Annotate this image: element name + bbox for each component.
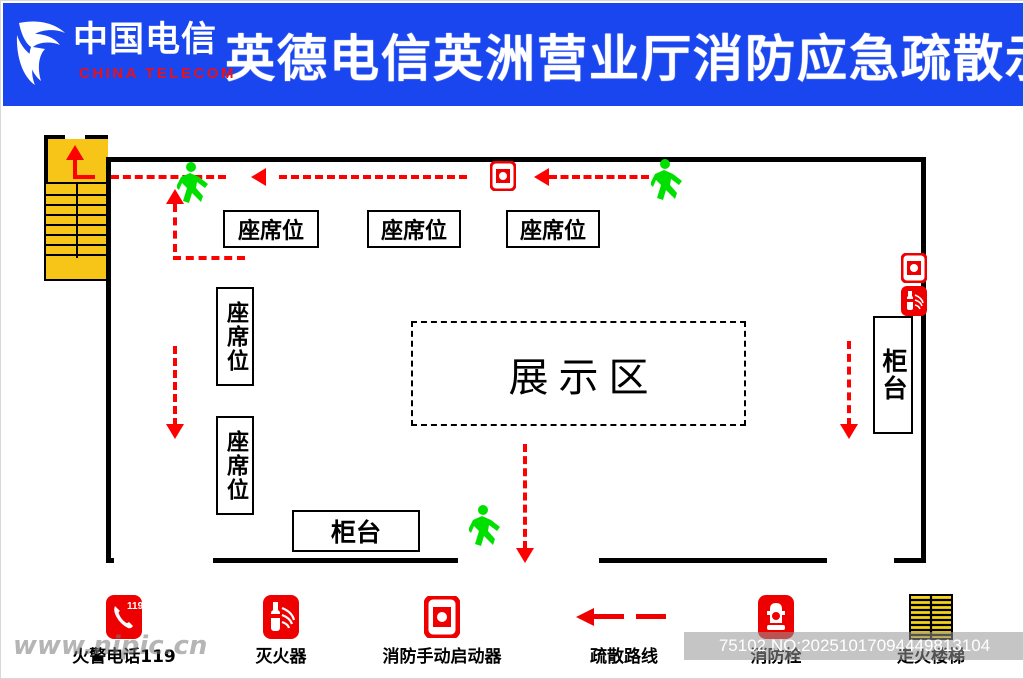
exhibit-area-label: 展示区 bbox=[508, 354, 659, 401]
stair-up-arrow-stem bbox=[73, 157, 77, 179]
legend-item-fire-phone: 119 火警电话119 bbox=[49, 594, 199, 667]
stair-arrow-elbow bbox=[73, 175, 95, 179]
manual-call-point-icon bbox=[424, 596, 460, 638]
legend-item-manual-call-point: 消防手动启动器 bbox=[367, 594, 517, 667]
logo-chinese-text: 中国电信 bbox=[73, 20, 218, 60]
route-arrowhead-up bbox=[166, 189, 184, 204]
counter-box-right: 柜台 bbox=[873, 316, 913, 434]
wall-left bbox=[106, 157, 111, 563]
seat-area-box: 座席位 bbox=[216, 416, 254, 515]
route-top-right bbox=[549, 175, 649, 179]
wall-bottom-1 bbox=[213, 558, 458, 563]
fire-hydrant-icon bbox=[758, 595, 794, 639]
route-arrowhead-top-right bbox=[534, 168, 549, 186]
legend: 119 火警电话119 灭火器 bbox=[1, 586, 1023, 678]
legend-label: 疏散路线 bbox=[590, 647, 658, 667]
legend-item-fire-hydrant: 消防栓 bbox=[701, 594, 851, 667]
counter-label: 柜台 bbox=[330, 518, 381, 547]
counter-label: 柜台 bbox=[879, 348, 908, 402]
svg-text:119: 119 bbox=[127, 601, 142, 612]
fire-escape-stairs bbox=[44, 135, 108, 281]
route-center-down-stem bbox=[523, 444, 527, 549]
fire-extinguisher-icon bbox=[263, 595, 299, 639]
fire-extinguisher-icon bbox=[901, 286, 927, 316]
fire-escape-stairs-icon bbox=[909, 594, 953, 640]
wall-bottom-3 bbox=[894, 558, 926, 563]
seat-area-label: 座席位 bbox=[223, 300, 248, 373]
legend-label: 消防手动启动器 bbox=[382, 647, 502, 667]
exit-runner-icon bbox=[177, 162, 208, 203]
stair-door-gap bbox=[65, 135, 85, 139]
manual-call-point-icon bbox=[490, 161, 516, 191]
legend-icon-wrap: 119 bbox=[49, 594, 199, 640]
china-telecom-mark-icon bbox=[16, 21, 65, 85]
seat-area-label: 座席位 bbox=[237, 219, 304, 244]
counter-box-bottom: 柜台 bbox=[292, 510, 420, 552]
legend-icon-wrap bbox=[549, 594, 699, 640]
seat-area-box: 座席位 bbox=[216, 287, 254, 386]
fire-phone-119-icon: 119 bbox=[106, 595, 142, 639]
route-arrowhead-right-down bbox=[840, 424, 858, 439]
logo-english-text: CHINA TELECOM bbox=[79, 65, 236, 82]
wall-bottom-2 bbox=[599, 558, 827, 563]
wall-top bbox=[106, 157, 926, 162]
legend-label: 灭火器 bbox=[255, 647, 307, 667]
legend-label: 走火楼梯 bbox=[897, 647, 965, 667]
route-arrowhead-top-left bbox=[251, 168, 266, 186]
route-arrowhead-center-down bbox=[516, 548, 534, 563]
route-up-stem bbox=[173, 204, 177, 252]
legend-item-fire-stairs: 走火楼梯 bbox=[856, 594, 1006, 667]
seat-area-label: 座席位 bbox=[223, 429, 248, 502]
route-arrowhead-left-down bbox=[166, 424, 184, 439]
route-elbow-mid bbox=[173, 256, 245, 260]
manual-call-point-icon bbox=[901, 253, 927, 283]
seat-area-label: 座席位 bbox=[380, 219, 447, 244]
route-to-stairs bbox=[111, 175, 226, 179]
route-right-down-stem bbox=[847, 341, 851, 426]
legend-item-evacuation-route: 疏散路线 bbox=[549, 594, 699, 667]
wall-right bbox=[921, 157, 926, 563]
stair-landing bbox=[44, 135, 108, 182]
route-left-down-stem bbox=[173, 346, 177, 426]
exit-runner-icon bbox=[469, 505, 500, 546]
page-title: 英德电信英洲营业厅消防应急疏散示意图 bbox=[225, 29, 1023, 88]
stair-treads bbox=[44, 182, 108, 281]
legend-icon-wrap bbox=[701, 594, 851, 640]
seat-area-label: 座席位 bbox=[519, 219, 586, 244]
evacuation-route-icon bbox=[576, 608, 666, 626]
seat-area-box: 座席位 bbox=[223, 210, 319, 248]
legend-item-extinguisher: 灭火器 bbox=[206, 594, 356, 667]
stair-up-arrowhead bbox=[66, 145, 84, 160]
exhibit-area-box: 展示区 bbox=[411, 321, 746, 426]
seat-area-box: 座席位 bbox=[367, 210, 461, 248]
header-banner: 中国电信 CHINA TELECOM 英德电信英洲营业厅消防应急疏散示意图 bbox=[3, 3, 1023, 106]
legend-label: 火警电话119 bbox=[72, 647, 176, 667]
legend-icon-wrap bbox=[206, 594, 356, 640]
legend-icon-wrap bbox=[856, 594, 1006, 640]
exit-runner-icon bbox=[651, 159, 682, 200]
legend-label: 消防栓 bbox=[750, 647, 802, 667]
route-top-left bbox=[279, 175, 467, 179]
legend-icon-wrap bbox=[367, 594, 517, 640]
floor-plan: 座席位 座席位 座席位 座席位 座席位 展示区 柜台 柜台 bbox=[1, 106, 1023, 586]
wall-bottom-stub-left bbox=[106, 558, 114, 563]
china-telecom-logo: 中国电信 CHINA TELECOM bbox=[3, 3, 233, 106]
seat-area-box: 座席位 bbox=[506, 210, 600, 248]
